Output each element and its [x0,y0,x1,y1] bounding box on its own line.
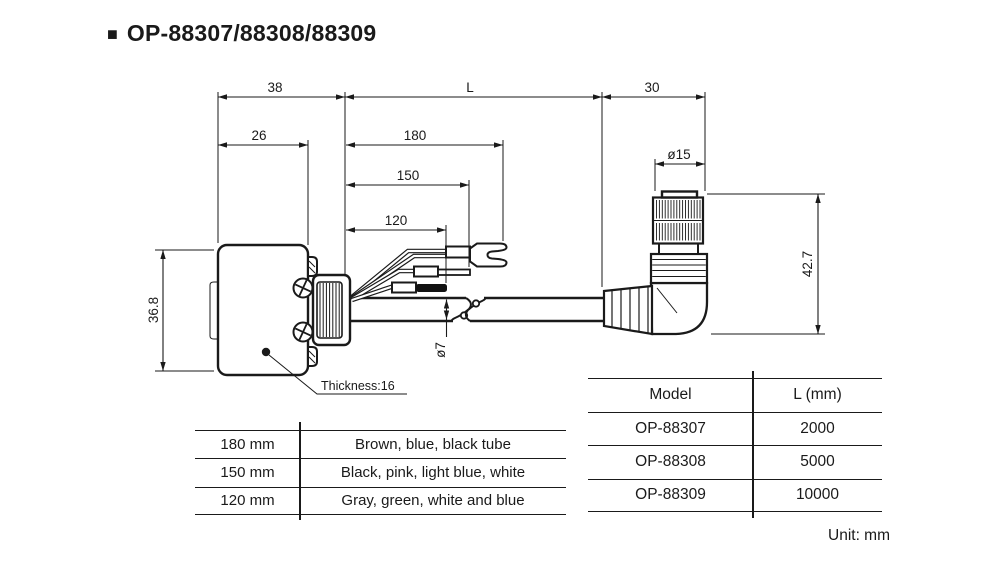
connector-end-cap [660,190,699,199]
wire-length-cell: 150 mm [220,464,275,482]
tube-crimp-sleeve [391,281,417,294]
wire-colors-cell: Black, pink, light blue, white [340,464,526,482]
callout-dot [261,347,271,357]
table-row: OP-88307 2000 [588,411,882,446]
elbow-body [649,281,709,336]
black-tube-terminal [416,284,447,292]
phillips-screw-top [292,277,314,299]
pin-crimp-sleeve [413,265,439,278]
length-cell: 2000 [800,419,835,437]
cable [351,296,604,323]
dim-label-dia15: ø15 [667,147,690,162]
spade-crimp-sleeve [445,245,471,259]
page-title-text: OP-88307/88308/88309 [126,20,377,46]
wire-length-cell: 120 mm [220,492,275,510]
dimension-labels: 38 L 30 26 180 150 120 ø15 42.7 36.8 ø7 [146,80,815,358]
dim-label-L: L [466,80,474,95]
cable-right-section [470,296,604,323]
spade-terminal [469,242,508,268]
left-connector-body [209,243,352,377]
length-header-cell: L (mm) [793,386,842,404]
table-header-row: Model L (mm) [588,378,882,412]
table-row: 150 mm Black, pink, light blue, white [195,458,566,486]
square-bullet-icon: ■ [107,23,118,44]
page-title: ■ OP-88307/88308/88309 [107,20,377,46]
strain-relief-boot [602,284,654,336]
length-cell: 5000 [800,453,835,471]
table-row: 120 mm Gray, green, white and blue [195,486,566,515]
pin-terminal [437,268,471,276]
connector-collar [649,252,709,285]
model-cell: OP-88307 [635,419,706,437]
unit-note: Unit: mm [828,527,890,544]
dim-label-30: 30 [644,80,659,95]
table-row: OP-88309 10000 [588,478,882,512]
dim-label-36-8: 36.8 [146,297,161,323]
model-cell: OP-88308 [635,453,706,471]
table-row: OP-88308 5000 [588,445,882,479]
table-row: 180 mm Brown, blue, black tube [195,430,566,458]
dimension-lines [160,94,821,371]
model-cell: OP-88309 [635,486,706,504]
thickness-label: Thickness:16 [321,379,395,393]
model-header-cell: Model [649,386,692,404]
connector-neck [658,242,699,255]
thickness-callout: Thickness:16 [261,347,407,395]
wire-length-cell: 180 mm [220,436,275,454]
body-outline [216,243,310,377]
mount-tab-top [307,256,318,277]
model-table: Model L (mm) OP-88307 2000 OP-88308 5000… [588,378,882,512]
dim-label-42-7: 42.7 [800,251,815,277]
cable-left-section [351,296,466,323]
lead-wires [350,242,508,303]
dim-label-180: 180 [404,128,427,143]
wire-color-table: 180 mm Brown, blue, black tube 150 mm Bl… [195,430,566,515]
dim-label-120: 120 [385,213,408,228]
length-cell: 10000 [795,486,840,504]
dim-label-38: 38 [267,80,282,95]
mount-tab-bottom [307,346,318,367]
dim-label-dia7: ø7 [433,342,448,358]
dim-label-150: 150 [397,168,420,183]
wire-table-divider [299,422,301,520]
right-angle-connector [602,190,709,336]
extension-lines [155,92,825,372]
wire-colors-cell: Gray, green, white and blue [341,492,525,510]
phillips-screw-bottom [292,321,314,343]
dim-label-26: 26 [251,128,266,143]
wire-colors-cell: Brown, blue, black tube [355,436,511,454]
model-table-divider [752,371,754,518]
body-side-tab [209,281,218,340]
